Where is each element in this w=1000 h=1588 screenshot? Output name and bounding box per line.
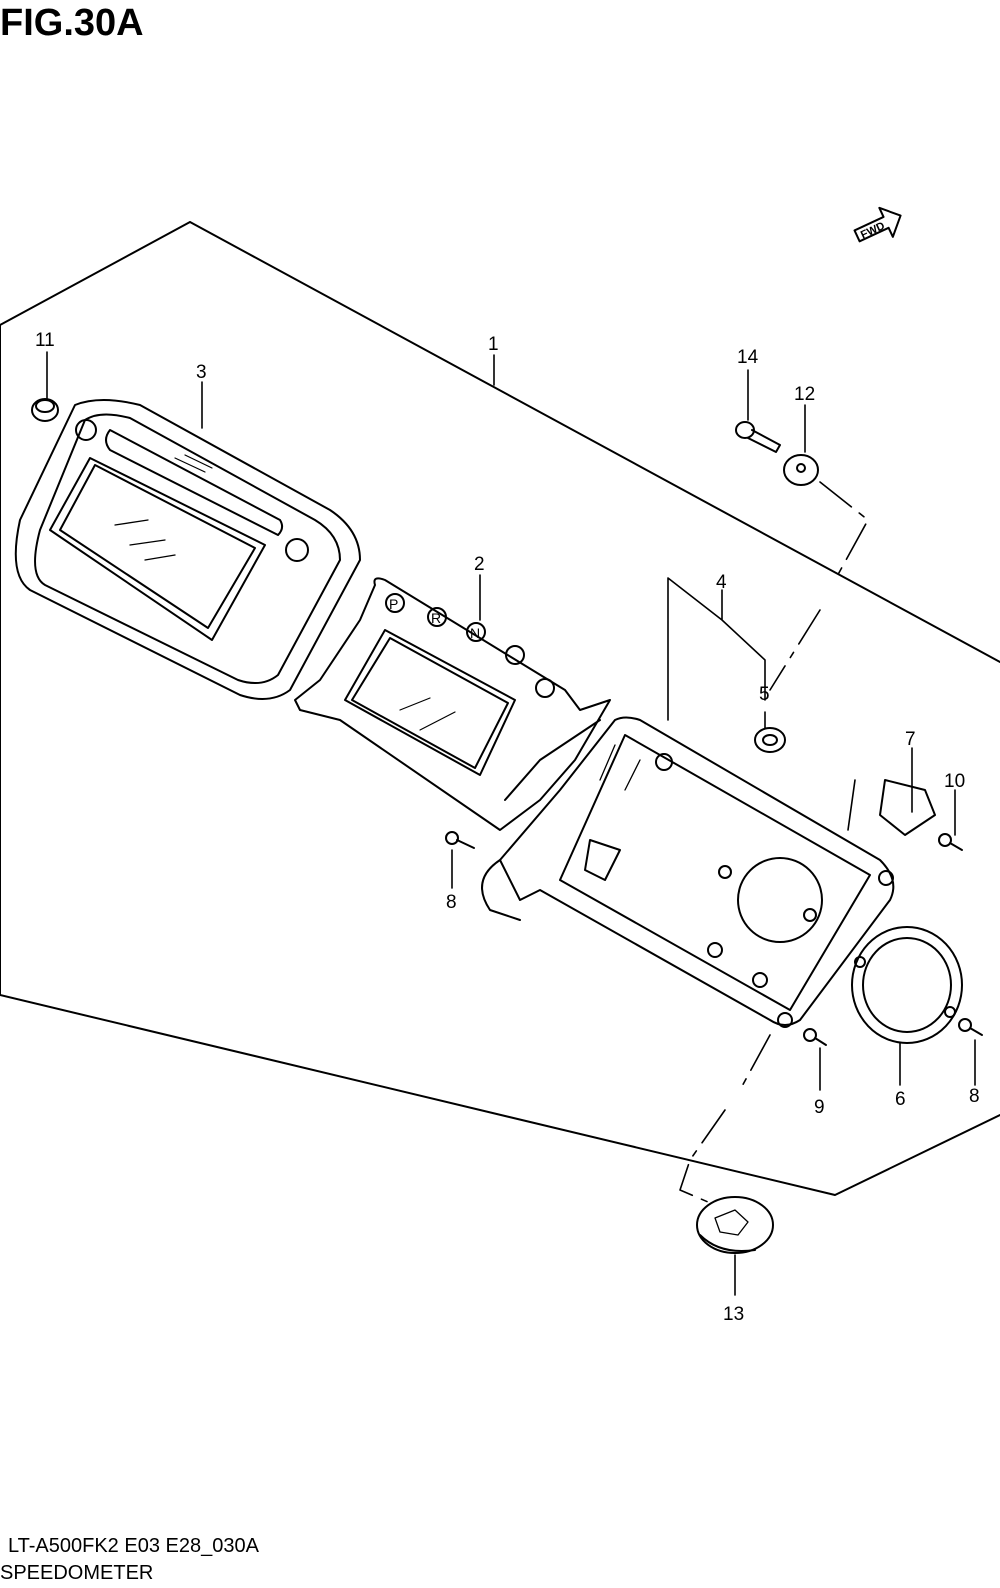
callout-11: 11 xyxy=(35,330,55,351)
callout-14: 14 xyxy=(737,347,759,368)
callout-9: 9 xyxy=(814,1097,825,1118)
lens-cover-part xyxy=(14,399,361,700)
callout-numbers: 1 2 3 4 5 6 7 8 8 9 10 11 12 13 14 xyxy=(35,330,980,1325)
meter-case-part xyxy=(481,716,895,1028)
leader-lines xyxy=(46,351,976,1296)
fwd-label: FWD xyxy=(859,220,887,241)
callout-1: 1 xyxy=(488,334,499,355)
grommet-part xyxy=(783,454,819,486)
gasket-part xyxy=(851,926,963,1044)
bolt-part xyxy=(735,421,781,453)
indicator-letter-r: R xyxy=(431,610,441,626)
figure-code: LT-A500FK2 E03 E28_030A xyxy=(8,1535,259,1557)
callout-8-right: 8 xyxy=(969,1086,980,1107)
callout-2: 2 xyxy=(474,554,485,575)
bulb-socket-part xyxy=(696,1196,774,1254)
callout-5: 5 xyxy=(759,684,770,705)
callout-3: 3 xyxy=(196,362,207,383)
callout-8-left: 8 xyxy=(446,892,457,913)
grommet-small-part xyxy=(31,398,59,422)
callout-10: 10 xyxy=(944,771,965,792)
fwd-arrow-icon: FWD xyxy=(853,206,902,243)
callout-4: 4 xyxy=(716,572,727,593)
figure-title: FIG.30A xyxy=(0,2,144,44)
clamp-part xyxy=(879,779,936,836)
callout-13: 13 xyxy=(723,1304,744,1325)
callout-7: 7 xyxy=(905,729,916,750)
screw-10-part xyxy=(938,833,963,851)
callout-6: 6 xyxy=(895,1089,906,1110)
indicator-letter-n: N xyxy=(470,625,480,641)
screw-9-part xyxy=(803,1028,827,1046)
assembly-boundary xyxy=(0,221,1000,1196)
cushion-part xyxy=(754,727,786,753)
callout-12: 12 xyxy=(794,384,815,405)
indicator-letter-p: P xyxy=(389,596,398,612)
screw-8-left-part xyxy=(445,831,475,849)
figure-name: SPEEDOMETER xyxy=(0,1562,154,1584)
lens-panel-part: P R N xyxy=(294,577,611,831)
screw-8-right-part xyxy=(958,1018,983,1036)
